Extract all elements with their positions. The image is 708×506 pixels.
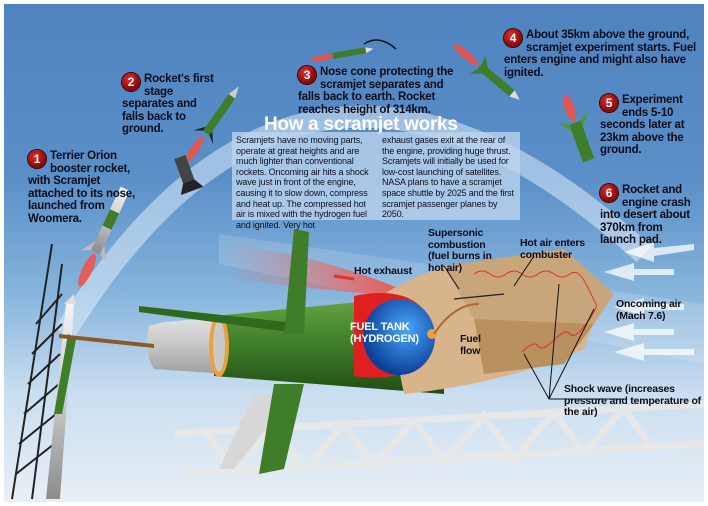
scramjet-vehicle — [59, 229, 704, 478]
step-text-1: Terrier Orion booster rocket, with Scram… — [28, 150, 135, 225]
label-oncoming-air: Oncoming air (Mach 7.6) — [616, 298, 682, 322]
step-badge-3: 3 — [298, 66, 316, 84]
shock-wave-line — [473, 270, 597, 353]
step-4: 4 About 35km above the ground, scramjet … — [504, 29, 704, 79]
label-fuel-flow: Fuel flow — [460, 333, 481, 357]
rocket-apex — [310, 47, 374, 62]
step-1: 1 Terrier Orion booster rocket, with Scr… — [28, 150, 138, 225]
step-text-6: Rocket and engine crash into desert abou… — [600, 184, 691, 246]
info-column-2: exhaust gases exit at the rear of the en… — [382, 135, 514, 220]
trajectory-arc — [54, 105, 652, 340]
nose-cone-arrow — [363, 39, 397, 50]
step-badge-2: 2 — [122, 73, 140, 91]
diagram-title: How a scramjet works — [264, 114, 458, 135]
hot-exhaust-flame — [224, 244, 424, 299]
rocket-stage-2 — [184, 86, 239, 163]
info-column-1: Scramjets have no moving parts, operate … — [236, 135, 369, 230]
label-hot-air-enters: Hot air enters combuster — [520, 237, 585, 261]
step-3: 3 Nose cone protecting the scramjet sepa… — [298, 66, 456, 116]
step-5: 5 Experiment ends 5-10 seconds later at … — [600, 94, 700, 157]
step-badge-5: 5 — [600, 94, 618, 112]
label-supersonic-combustion: Supersonic combustion (fuel burns in hot… — [428, 227, 492, 274]
label-shock-wave: Shock wave (increases pressure and tempe… — [564, 383, 701, 418]
rocket-experiment — [453, 43, 520, 100]
label-hot-exhaust: Hot exhaust — [354, 265, 412, 277]
step-2: 2 Rocket's first stage separates and fal… — [122, 73, 217, 136]
step-badge-4: 4 — [504, 29, 522, 47]
step-text-2: Rocket's first stage separates and falls… — [122, 73, 214, 135]
info-box: Scramjets have no moving parts, operate … — [232, 132, 520, 230]
label-fuel-tank: FUEL TANK (HYDROGEN) — [350, 321, 419, 345]
step-text-3: Nose cone protecting the scramjet separa… — [298, 66, 454, 116]
step-badge-6: 6 — [600, 184, 618, 202]
step-text-5: Experiment ends 5-10 seconds later at 23… — [600, 94, 685, 156]
step-6: 6 Rocket and engine crash into desert ab… — [600, 184, 700, 247]
illustration — [11, 39, 704, 500]
falling-stage — [174, 155, 204, 196]
step-badge-1: 1 — [28, 150, 46, 168]
step-text-4: About 35km above the ground, scramjet ex… — [504, 29, 697, 79]
launch-rocket — [46, 294, 76, 499]
rocket-descent — [557, 94, 595, 163]
infographic-frame: 1 Terrier Orion booster rocket, with Scr… — [4, 4, 704, 502]
oncoming-air-arrows — [604, 242, 694, 361]
launch-tower — [11, 243, 63, 500]
rocket-stage-1 — [78, 186, 130, 287]
